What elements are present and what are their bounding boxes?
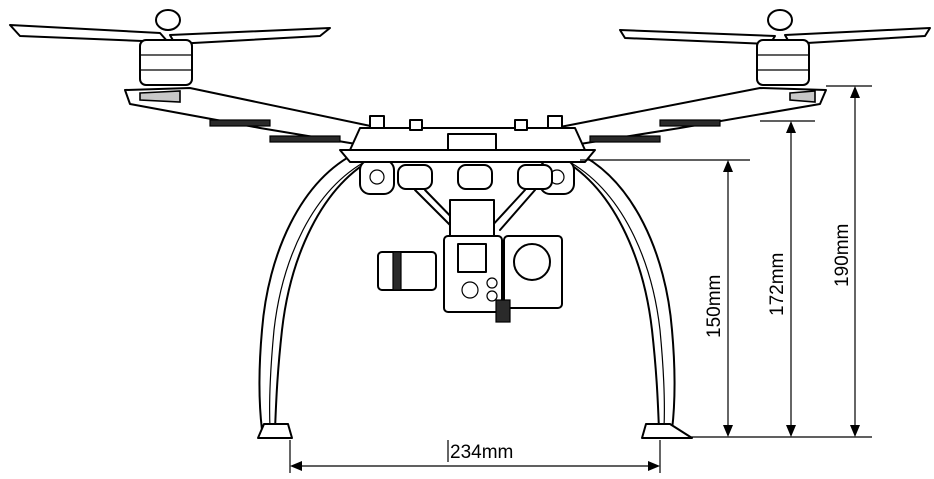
height-190-label: 190mm xyxy=(832,224,853,287)
width-dimension-label: 234mm xyxy=(450,442,513,463)
dimension-lines xyxy=(289,85,872,473)
frame-arms xyxy=(124,87,827,163)
left-motor-prop xyxy=(9,9,331,86)
right-motor-prop xyxy=(619,9,931,86)
height-150-label: 150mm xyxy=(704,275,725,338)
height-172-label: 172mm xyxy=(767,253,788,316)
gimbal-camera xyxy=(377,164,563,323)
